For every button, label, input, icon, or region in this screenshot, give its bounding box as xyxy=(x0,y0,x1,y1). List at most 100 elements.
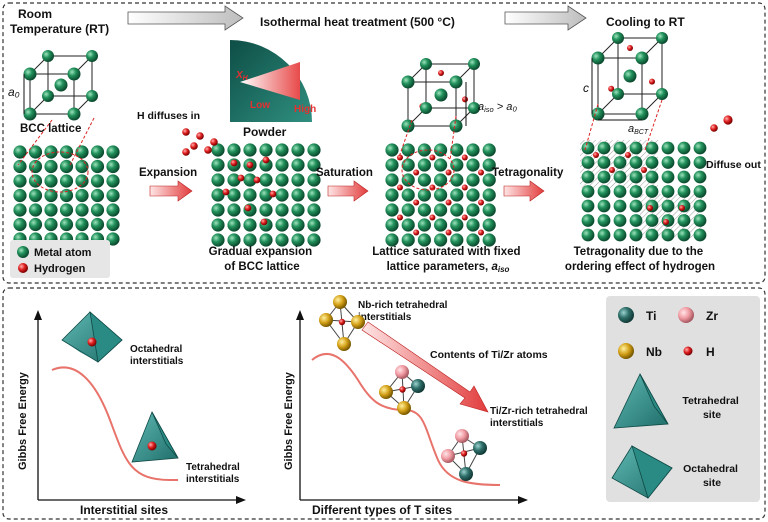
octahedron-icon xyxy=(61,310,123,363)
metal-atom xyxy=(629,214,643,227)
gray-arrow-1 xyxy=(127,5,244,31)
nb-atom xyxy=(379,385,393,399)
hydrogen-atom xyxy=(478,229,484,236)
metal-atom xyxy=(44,188,58,203)
metal-atom xyxy=(385,218,399,232)
zoom-line-5 xyxy=(584,103,599,151)
g1-x-arrowhead xyxy=(236,496,246,504)
metal-atom xyxy=(645,185,659,198)
tetragonality-arrow xyxy=(503,180,545,202)
metal-atom xyxy=(275,173,289,187)
metal-atom xyxy=(468,58,480,70)
hydrogen-atom xyxy=(445,169,452,176)
hydrogen-atom xyxy=(478,199,484,206)
stage-cool-label: Cooling to RT xyxy=(606,15,685,29)
powder-concentration-wedge xyxy=(240,62,300,100)
zoom-line-4 xyxy=(449,115,457,161)
metal-atom xyxy=(581,156,595,169)
bct-unit-cell xyxy=(591,32,668,121)
hydrogen-atom xyxy=(253,176,261,184)
metal-atom xyxy=(693,214,707,227)
g2-y-arrowhead xyxy=(296,310,304,320)
g2-x-arrowhead xyxy=(518,496,528,504)
g2-ylabel: Gibbs Free Energy xyxy=(283,371,295,470)
hydrogen-atom xyxy=(649,78,655,85)
metal-atom xyxy=(44,203,58,217)
hydrogen-atom xyxy=(196,132,204,140)
metal-atom xyxy=(434,173,448,187)
metal-atom xyxy=(401,75,415,89)
metal-atom xyxy=(401,173,415,187)
metal-atom xyxy=(86,90,98,102)
metal-atom xyxy=(623,69,637,83)
metal-atom xyxy=(450,203,464,217)
legend-octahedral-icon xyxy=(611,445,673,499)
hydrogen-atom xyxy=(608,85,615,92)
metal-atom xyxy=(417,173,431,187)
metal-atom xyxy=(417,143,431,157)
metal-atom xyxy=(291,203,305,217)
hydrogen-atom xyxy=(679,205,685,211)
metal-atom xyxy=(243,218,257,232)
metal-atom xyxy=(67,107,81,121)
metal-atom xyxy=(75,145,89,159)
metal-atom xyxy=(434,143,448,157)
metal-atom xyxy=(385,188,399,202)
metal-atom xyxy=(243,173,257,187)
metal-atom xyxy=(90,217,105,232)
hydrogen-atom xyxy=(609,167,615,173)
tetrahedron-icon xyxy=(131,411,179,463)
lattice-expansion xyxy=(211,143,321,247)
bottom-panel-border xyxy=(2,287,766,520)
aiso-condition: aiso > a₀ xyxy=(478,101,517,114)
legend-h-icon xyxy=(683,346,693,356)
metal-atom xyxy=(227,173,241,187)
metal-atom xyxy=(291,188,305,202)
metal-atom xyxy=(275,233,289,247)
hydrogen-atom xyxy=(413,199,420,206)
saturation-label: Saturation xyxy=(316,167,373,179)
metal-atom xyxy=(28,188,43,203)
xh-label: XH xyxy=(235,70,249,82)
hydrogen-atom xyxy=(445,229,452,236)
metal-atom xyxy=(211,218,225,232)
metal-atom xyxy=(677,185,691,198)
metal-atom xyxy=(450,233,464,247)
metal-atom xyxy=(677,170,691,184)
gibbs-graph-1: Gibbs Free Energy Interstitial sites xyxy=(17,310,246,517)
hydrogen-atom xyxy=(413,169,420,176)
metal-atom xyxy=(401,233,415,247)
legend-nb-label: Nb xyxy=(646,345,662,359)
expansion-arrow xyxy=(149,180,193,202)
metal-atom xyxy=(28,217,43,232)
lattice-tetragonal xyxy=(580,140,707,242)
metal-atom xyxy=(693,170,707,184)
zoom-ellipse-3 xyxy=(401,149,455,191)
hydrogen-atom xyxy=(460,450,468,457)
metal-atom xyxy=(106,188,120,203)
metal-atom xyxy=(661,199,675,213)
metal-atom xyxy=(259,173,273,187)
g1-y-arrowhead xyxy=(34,310,42,320)
metal-atom xyxy=(42,50,54,62)
metal-atom xyxy=(661,141,675,155)
hydrogen-atom xyxy=(260,218,268,226)
metal-atom xyxy=(581,141,595,155)
legend-h-label: H xyxy=(706,345,715,359)
metal-atom xyxy=(59,188,74,203)
metal-atom xyxy=(75,203,89,217)
metal-atom xyxy=(275,143,289,157)
zoom-line-3 xyxy=(397,119,413,161)
metal-atom xyxy=(466,143,480,157)
saturation-arrow xyxy=(327,180,369,202)
metal-atom xyxy=(90,145,105,159)
metal-atom xyxy=(13,203,27,217)
caption-tetragonality: Tetragonality due to the ordering effect… xyxy=(565,246,715,273)
cluster-mixed xyxy=(379,365,425,415)
metal-atom xyxy=(581,228,595,242)
hydrogen-atom xyxy=(429,154,436,161)
metal-atom xyxy=(693,141,707,155)
metal-atom xyxy=(629,170,643,184)
hydrogen-atom xyxy=(338,318,346,326)
nb-rich-label: Nb-rich tetrahedral interstitials xyxy=(358,300,450,323)
